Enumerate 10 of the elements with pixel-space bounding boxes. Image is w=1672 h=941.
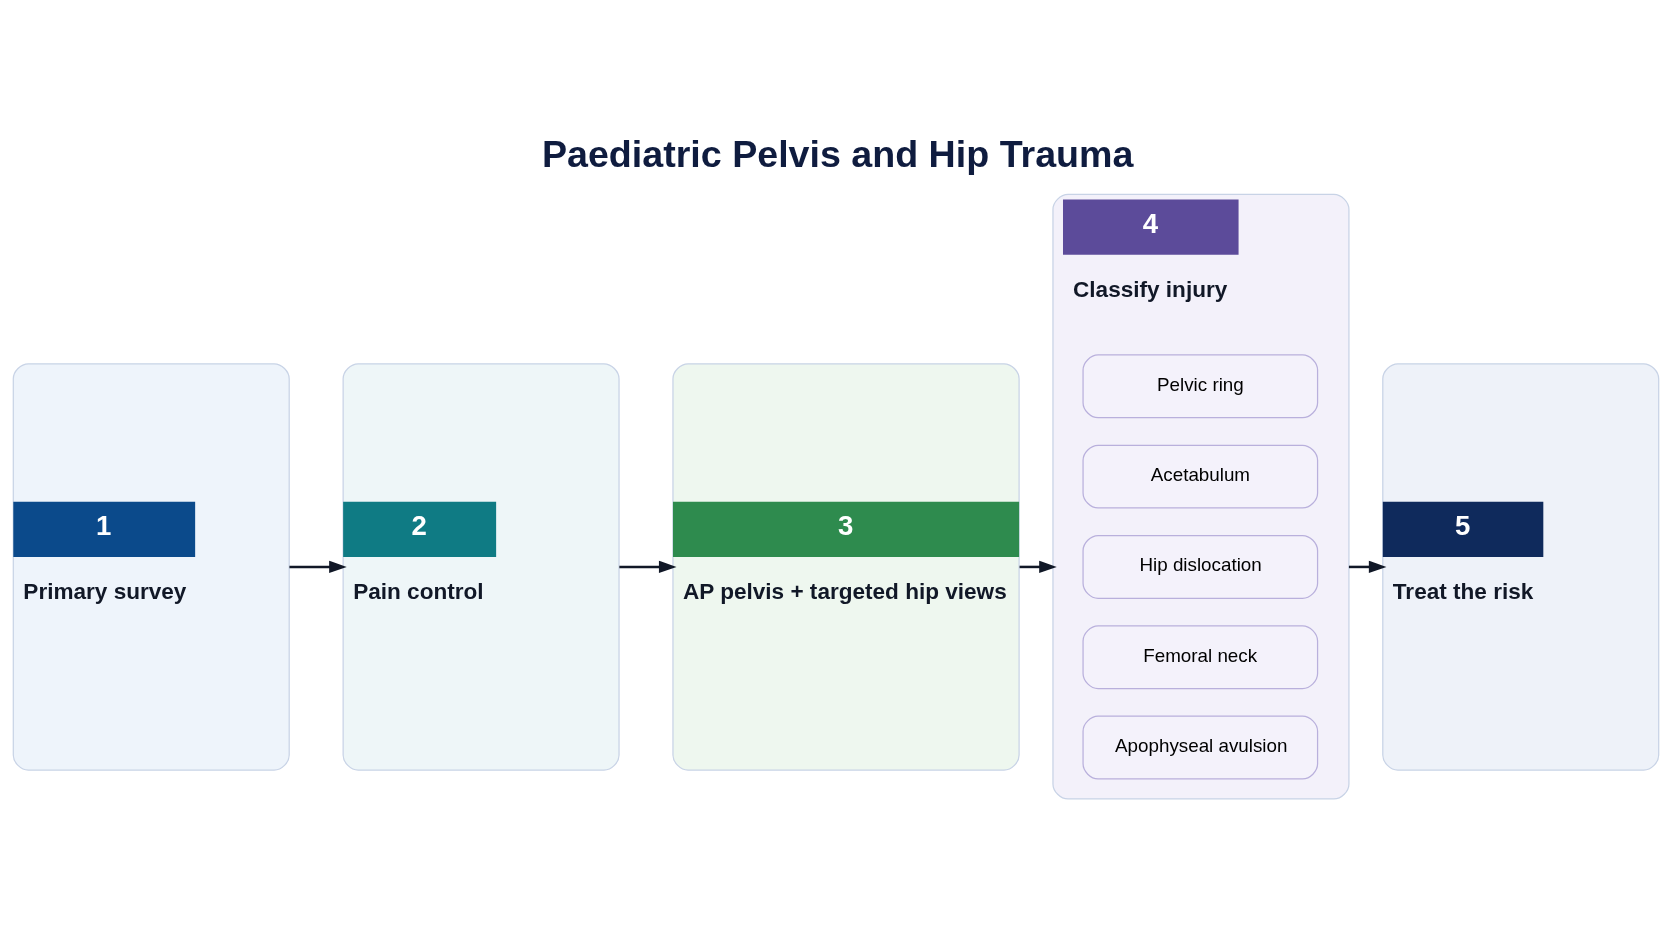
arrow [619,560,677,573]
node-box: Hip dislocation [1082,534,1319,599]
diagram-title: Paediatric Pelvis and Hip Trauma [541,132,1134,175]
node-box: Apophyseal avulsion [1082,715,1319,779]
node-box: Pelvic ring [1082,353,1319,418]
arrow [1019,560,1057,573]
node-box: Acetabulum [1082,444,1319,509]
arrow [289,560,347,573]
node-box: Femoral neck [1082,624,1319,689]
arrow [1348,560,1387,573]
